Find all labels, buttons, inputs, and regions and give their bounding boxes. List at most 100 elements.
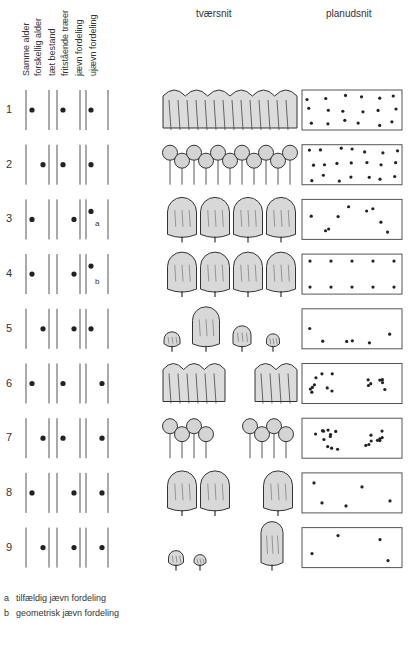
grid-line — [26, 145, 27, 185]
tree-crown — [279, 427, 294, 442]
grid-line — [26, 199, 27, 239]
tree-trunk — [199, 565, 200, 571]
grid-line — [80, 309, 81, 349]
tree-position — [305, 98, 308, 101]
grid-line — [108, 473, 109, 513]
tree-stem — [242, 159, 243, 185]
plan-frame — [302, 309, 402, 349]
crown-shading — [222, 484, 223, 501]
tree-crown — [169, 551, 184, 566]
tree-stem — [170, 432, 171, 458]
tree-position — [313, 383, 316, 386]
grid-line — [108, 199, 109, 239]
tree-position — [367, 443, 370, 446]
grid-line — [86, 528, 87, 568]
crown-shading — [278, 484, 279, 501]
choice-dot — [29, 490, 34, 495]
grid-line — [57, 199, 58, 239]
tree-position — [360, 485, 363, 488]
grid-line — [57, 309, 58, 349]
tree-crown — [194, 555, 206, 566]
legend-text: geometrisk jævn fordeling — [16, 609, 119, 619]
choice-dot — [29, 217, 34, 222]
tree-trunk — [280, 291, 281, 297]
grid-line — [26, 90, 27, 130]
tree-crown — [168, 471, 197, 511]
tree-position — [381, 381, 384, 384]
crown-shading — [267, 535, 268, 553]
tree-crown — [193, 307, 220, 347]
tree-trunk — [205, 346, 206, 352]
crown-shading — [176, 556, 177, 563]
grid-line — [49, 90, 50, 130]
row-number: 6 — [6, 377, 12, 389]
tree-position — [381, 151, 384, 154]
tree-position — [327, 109, 330, 112]
tree-crown — [233, 326, 251, 347]
tree-stem — [250, 432, 251, 458]
grid-line — [49, 199, 50, 239]
tree-position — [386, 230, 389, 233]
crown-shading — [203, 559, 204, 564]
plan-frame — [302, 528, 402, 568]
tree-crown — [234, 252, 263, 292]
tree-position — [323, 163, 326, 166]
crown-shading — [242, 333, 243, 342]
tree-position — [310, 122, 313, 125]
choice-dot — [29, 107, 34, 112]
tree-position — [336, 215, 339, 218]
column-heading: jævn fordeling — [75, 19, 85, 76]
tree-stem — [196, 100, 198, 130]
grid-line — [57, 364, 58, 404]
tree-trunk — [247, 236, 248, 242]
choice-dot — [60, 436, 65, 441]
choice-dot — [71, 217, 76, 222]
tree-position — [321, 429, 324, 432]
plan-frame — [302, 418, 402, 458]
choice-dot — [99, 545, 104, 550]
grid-line — [26, 254, 27, 294]
tree-position — [350, 286, 353, 289]
crown-shading — [208, 210, 209, 227]
tree-stem — [178, 100, 180, 130]
crown-shading — [168, 337, 169, 344]
choice-dot — [29, 381, 34, 386]
grid-line — [80, 528, 81, 568]
tree-position — [336, 448, 339, 451]
grid-line — [86, 473, 87, 513]
tree-position — [334, 430, 337, 433]
tree-crown — [168, 197, 197, 237]
tree-position — [351, 339, 354, 342]
tree-position — [326, 122, 329, 125]
tree-position — [379, 221, 382, 224]
tree-position — [392, 94, 395, 97]
crown-shading — [189, 484, 190, 501]
tree-position — [376, 109, 379, 112]
tree-position — [369, 434, 372, 437]
tree-stem — [266, 159, 267, 185]
tree-position — [310, 391, 313, 394]
crown-shading — [215, 265, 216, 282]
choice-dot — [71, 272, 76, 277]
choice-dot — [40, 545, 45, 550]
grid-line — [57, 90, 58, 130]
grid-line — [86, 199, 87, 239]
tree-position — [392, 286, 395, 289]
tree-stem — [254, 167, 255, 185]
tree-stem — [274, 432, 275, 458]
tree-position — [378, 437, 381, 440]
crown-shading — [255, 265, 256, 282]
tree-position — [364, 444, 367, 447]
table-grid — [26, 90, 108, 568]
grid-line — [49, 309, 50, 349]
tree-position — [329, 286, 332, 289]
column-heading: Samme alder — [22, 22, 32, 76]
crown-shading — [241, 265, 242, 282]
grid-line — [108, 309, 109, 349]
tree-trunk — [272, 346, 273, 352]
closed-canopy — [163, 90, 297, 128]
tree-position — [308, 286, 311, 289]
row-number: 8 — [6, 486, 12, 498]
grid-line — [26, 364, 27, 404]
